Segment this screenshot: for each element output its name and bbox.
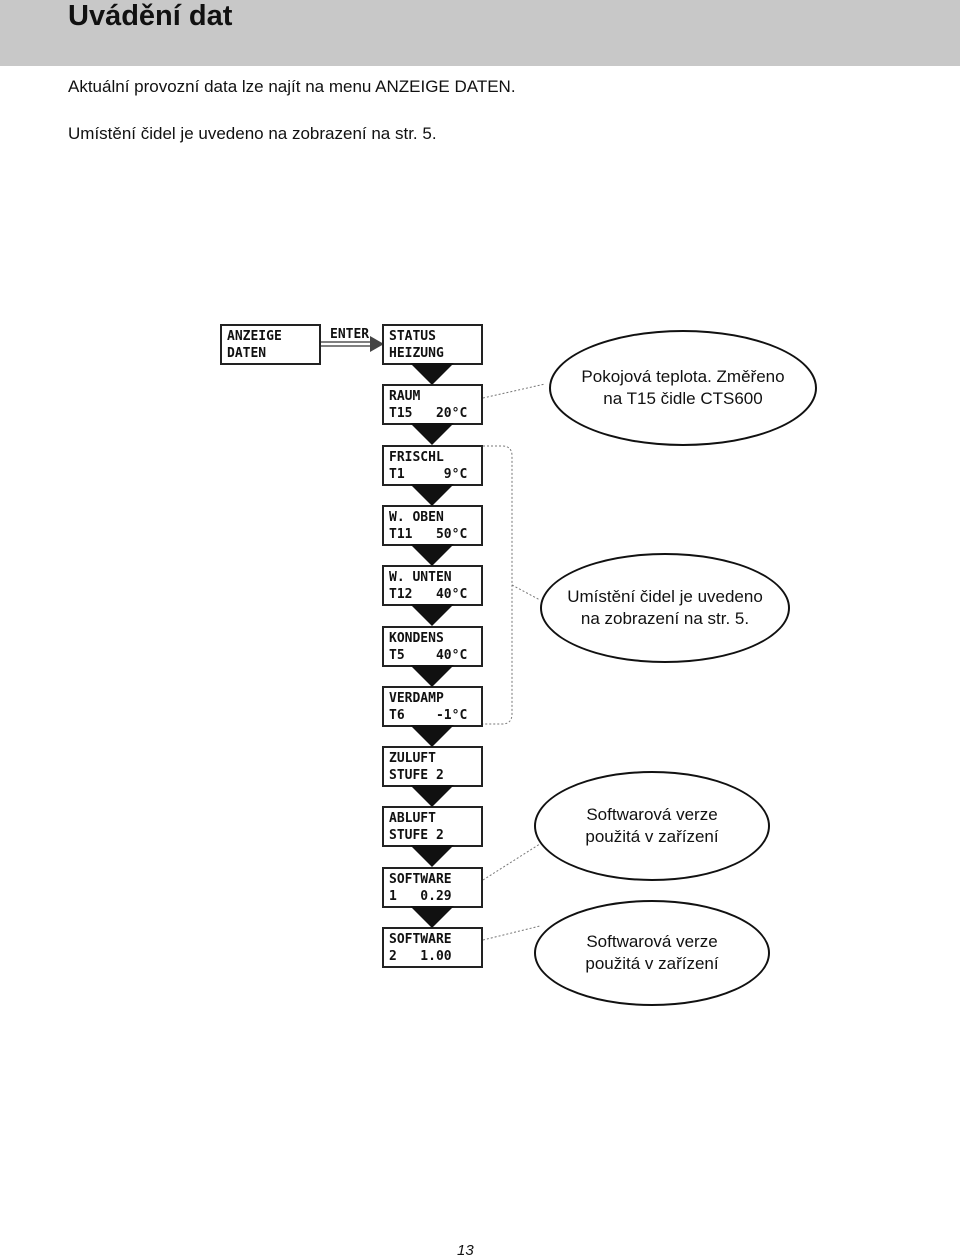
screen-line-1: FRISCHL [389, 450, 444, 465]
callout-sensor-location: Umístění čidel je uvedeno na zobrazení n… [540, 553, 790, 663]
screen-line-2: STUFE 2 [389, 828, 444, 843]
callout-line: Pokojová teplota. Změřeno [581, 367, 785, 386]
screen-line-2: T12 40°C [389, 587, 468, 602]
menu-root-anzeige-daten: ANZEIGE DATEN [220, 324, 321, 365]
callout-line: Softwarová verze [586, 932, 718, 951]
callout-line: na T15 čidle CTS600 [603, 389, 763, 408]
display-screen: FRISCHL T1 9°C [382, 445, 483, 486]
enter-label: ENTER [330, 327, 370, 342]
screen-line-1: ZULUFT [389, 751, 436, 766]
screen-line-1: SOFTWARE [389, 932, 452, 947]
display-screen: W. UNTEN T12 40°C [382, 565, 483, 606]
screen-line-2: T5 40°C [389, 648, 468, 663]
screen-line-1: ABLUFT [389, 811, 436, 826]
screen-line-2: T1 9°C [389, 467, 468, 482]
screen-line-1: SOFTWARE [389, 872, 452, 887]
display-screen: SOFTWARE 2 1.00 [382, 927, 483, 968]
display-screen: ZULUFT STUFE 2 [382, 746, 483, 787]
display-screen: RAUM T15 20°C [382, 384, 483, 425]
screen-line-2: DATEN [227, 346, 267, 361]
display-screen: W. OBEN T11 50°C [382, 505, 483, 546]
callout-line: na zobrazení na str. 5. [580, 609, 750, 628]
screen-line-1: KONDENS [389, 631, 444, 646]
leader-software-2 [482, 925, 541, 941]
callout-room-temperature: Pokojová teplota. Změřeno na T15 čidle C… [549, 330, 817, 446]
callout-software-version-1: Softwarová verze použitá v zařízení [534, 771, 770, 881]
screen-line-2: 1 0.29 [389, 889, 452, 904]
enter-arrow-icon [321, 336, 384, 352]
screen-line-2: HEIZUNG [389, 346, 444, 361]
callout-line: Softwarová verze [586, 805, 718, 824]
display-screen: VERDAMP T6 -1°C [382, 686, 483, 727]
leader-room-temp [482, 383, 546, 399]
intro-line-2: Umístění čidel je uvedeno na zobrazení n… [68, 124, 437, 143]
screen-line-1: W. OBEN [389, 510, 444, 525]
display-screen: SOFTWARE 1 0.29 [382, 867, 483, 908]
page-number: 13 [457, 1242, 474, 1259]
page-header: Uvádění dat [0, 0, 960, 66]
callout-line: použitá v zařízení [585, 827, 719, 846]
screen-line-1: W. UNTEN [389, 570, 452, 585]
display-screen: ABLUFT STUFE 2 [382, 806, 483, 847]
leader-sensor-bracket [483, 445, 541, 725]
screen-line-2: STUFE 2 [389, 768, 444, 783]
display-screen: KONDENS T5 40°C [382, 626, 483, 667]
callout-line: použitá v zařízení [585, 954, 719, 973]
callout-software-version-2: Softwarová verze použitá v zařízení [534, 900, 770, 1006]
screen-line-1: ANZEIGE [227, 329, 282, 344]
screen-line-1: VERDAMP [389, 691, 444, 706]
screen-line-2: T11 50°C [389, 527, 468, 542]
screen-line-2: T6 -1°C [389, 708, 468, 723]
display-screen: STATUS HEIZUNG [382, 324, 483, 365]
intro-line-1: Aktuální provozní data lze najít na menu… [68, 77, 516, 96]
screen-line-1: RAUM [389, 389, 421, 404]
leader-software-1 [482, 841, 544, 881]
screen-line-2: T15 20°C [389, 406, 468, 421]
screen-line-1: STATUS [389, 329, 436, 344]
page-title: Uvádění dat [68, 0, 233, 32]
screen-line-2: 2 1.00 [389, 949, 452, 964]
callout-line: Umístění čidel je uvedeno [567, 587, 763, 606]
